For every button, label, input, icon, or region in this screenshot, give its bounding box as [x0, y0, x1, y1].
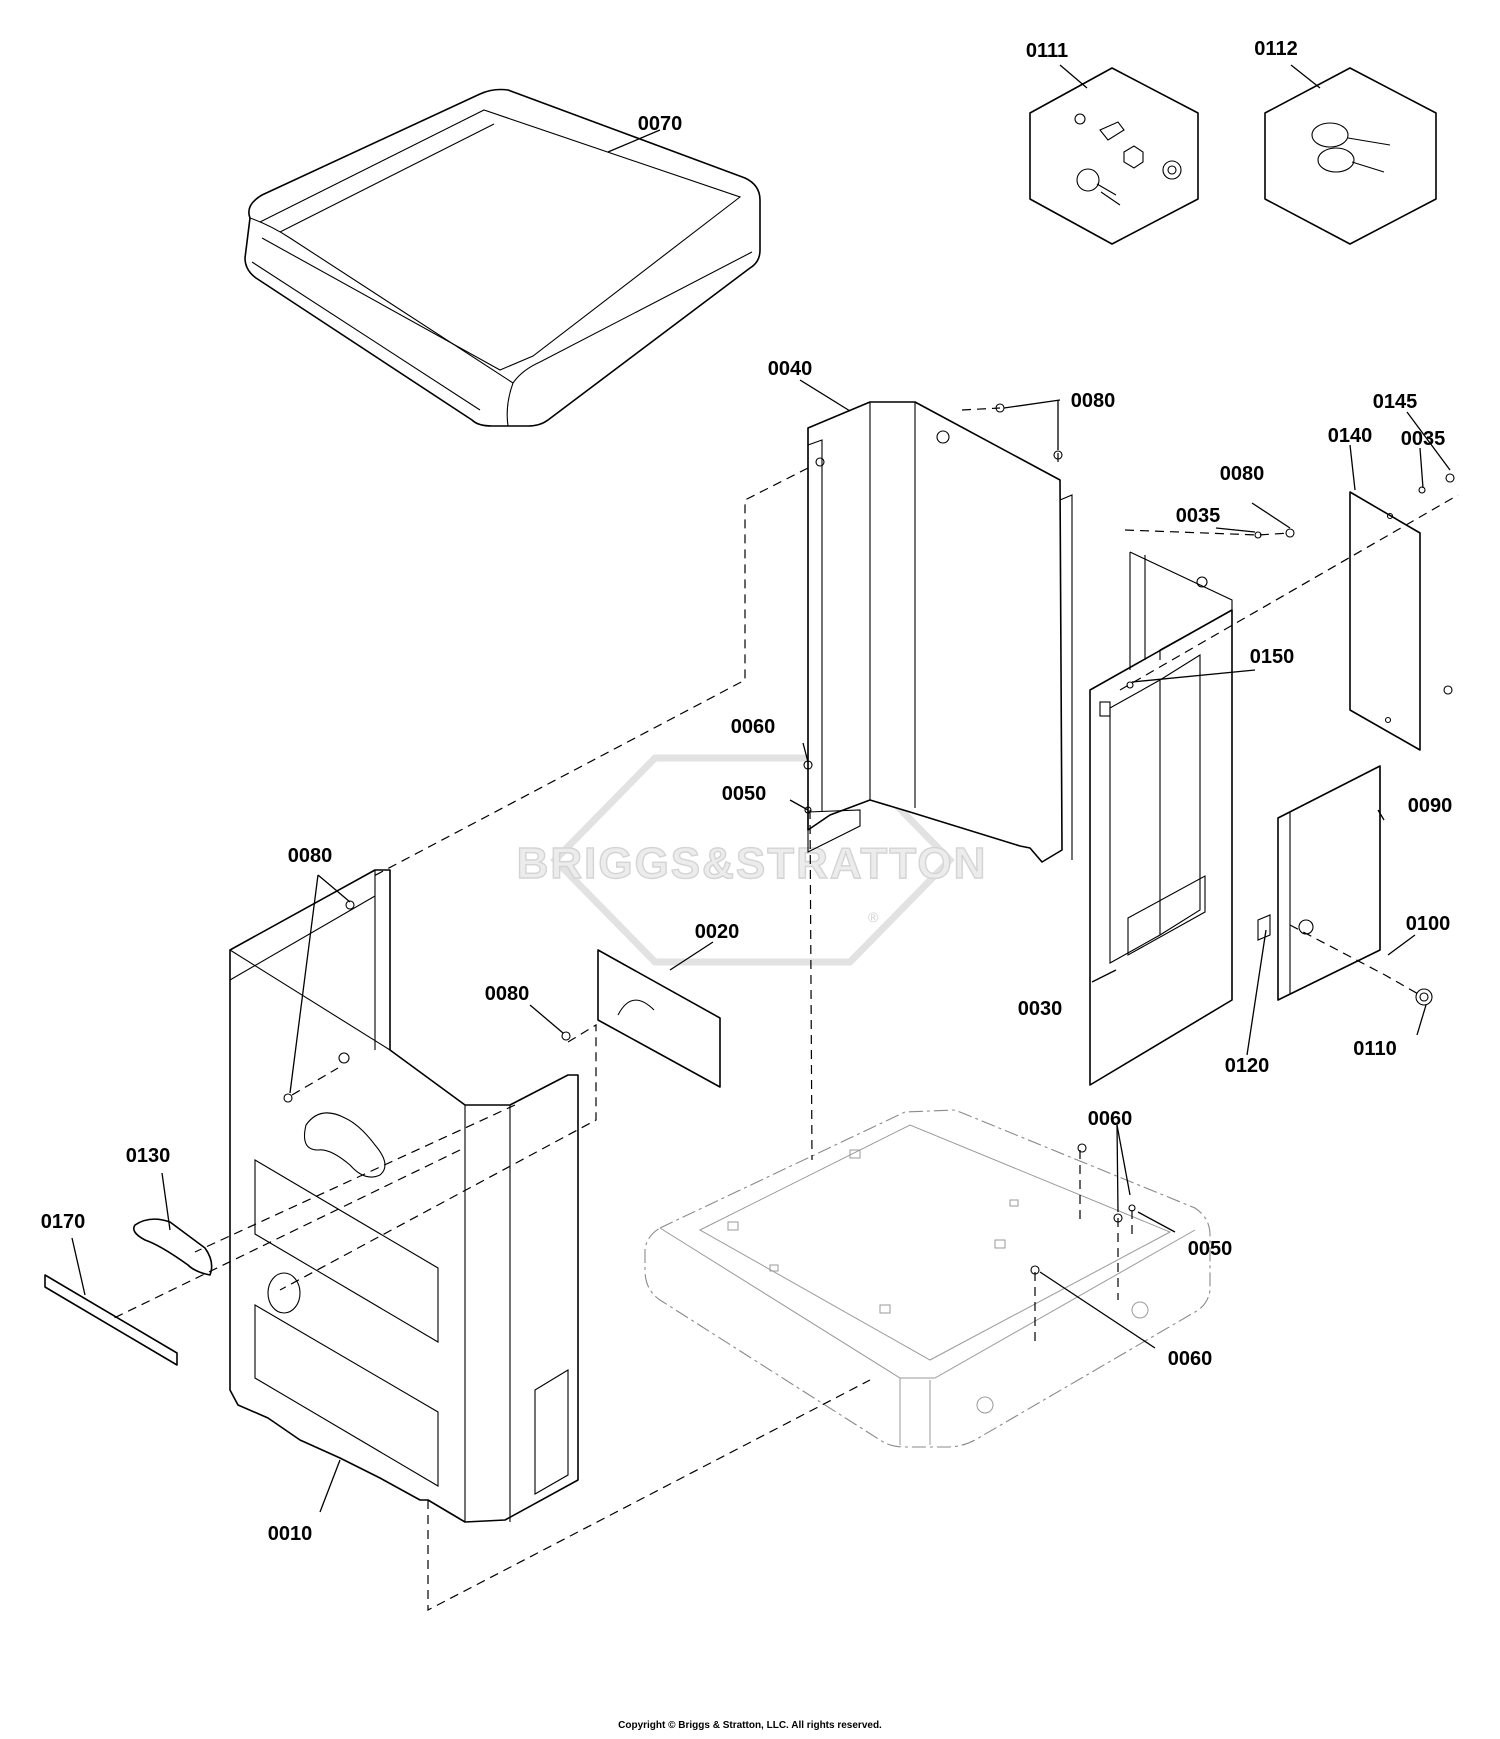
callout-0030: 0030 [1018, 998, 1063, 1020]
part-0070-roof [244, 88, 761, 427]
callout-0010: 0010 [268, 1523, 313, 1545]
part-base-phantom [644, 1109, 1211, 1448]
callout-0145: 0145 [1373, 391, 1418, 413]
leader-lines [71, 64, 1451, 1513]
callout-labels: 0111 0112 0070 0040 0080 0145 0140 0035 … [41, 38, 1453, 1545]
callout-0130: 0130 [126, 1145, 171, 1167]
callout-0050-b: 0050 [1188, 1238, 1233, 1260]
callout-0080-b: 0080 [485, 983, 530, 1005]
callout-0050-a: 0050 [722, 783, 767, 805]
callout-0170: 0170 [41, 1211, 86, 1233]
callout-0100: 0100 [1406, 913, 1451, 935]
watermark-brand: BRIGGS&STRATTON [517, 839, 988, 888]
part-0140-cover-plate [1349, 491, 1421, 751]
part-0090-side-door [1277, 765, 1381, 1001]
callout-0060-c: 0060 [1168, 1348, 1213, 1370]
callout-0120: 0120 [1225, 1055, 1270, 1077]
callout-0060-a: 0060 [731, 716, 776, 738]
brand-watermark: BRIGGS&STRATTON ® [516, 754, 988, 966]
callout-0070: 0070 [638, 113, 683, 135]
callout-0140: 0140 [1328, 425, 1373, 447]
callout-0035-a: 0035 [1401, 428, 1446, 450]
callout-0060-b: 0060 [1088, 1108, 1133, 1130]
part-0030-front-frame [1089, 551, 1233, 1086]
callout-0090: 0090 [1408, 795, 1453, 817]
callout-0020: 0020 [695, 921, 740, 943]
callout-0080-top: 0080 [1071, 390, 1116, 412]
callout-0112: 0112 [1254, 38, 1297, 60]
callout-0110: 0110 [1353, 1038, 1396, 1060]
part-0130-decal [132, 1218, 213, 1276]
callout-0035-b: 0035 [1176, 505, 1221, 527]
copyright-notice: Copyright © Briggs & Stratton, LLC. All … [618, 1720, 882, 1731]
part-0010-enclosure-body [229, 869, 579, 1523]
part-0170-strip [44, 1274, 178, 1366]
watermark-registered: ® [868, 909, 879, 925]
callout-0040: 0040 [768, 358, 813, 380]
assembly-lines [109, 407, 1459, 1611]
part-0040-back-panel [807, 401, 1073, 863]
callout-0080-mid: 0080 [1220, 463, 1265, 485]
part-0112-keys [1264, 67, 1437, 245]
part-0111-lock-kit [1029, 67, 1199, 245]
callout-0111: 0111 [1026, 40, 1068, 62]
part-0020-baffle [597, 949, 721, 1088]
callout-0080-left: 0080 [288, 845, 333, 867]
callout-0150: 0150 [1250, 646, 1295, 668]
